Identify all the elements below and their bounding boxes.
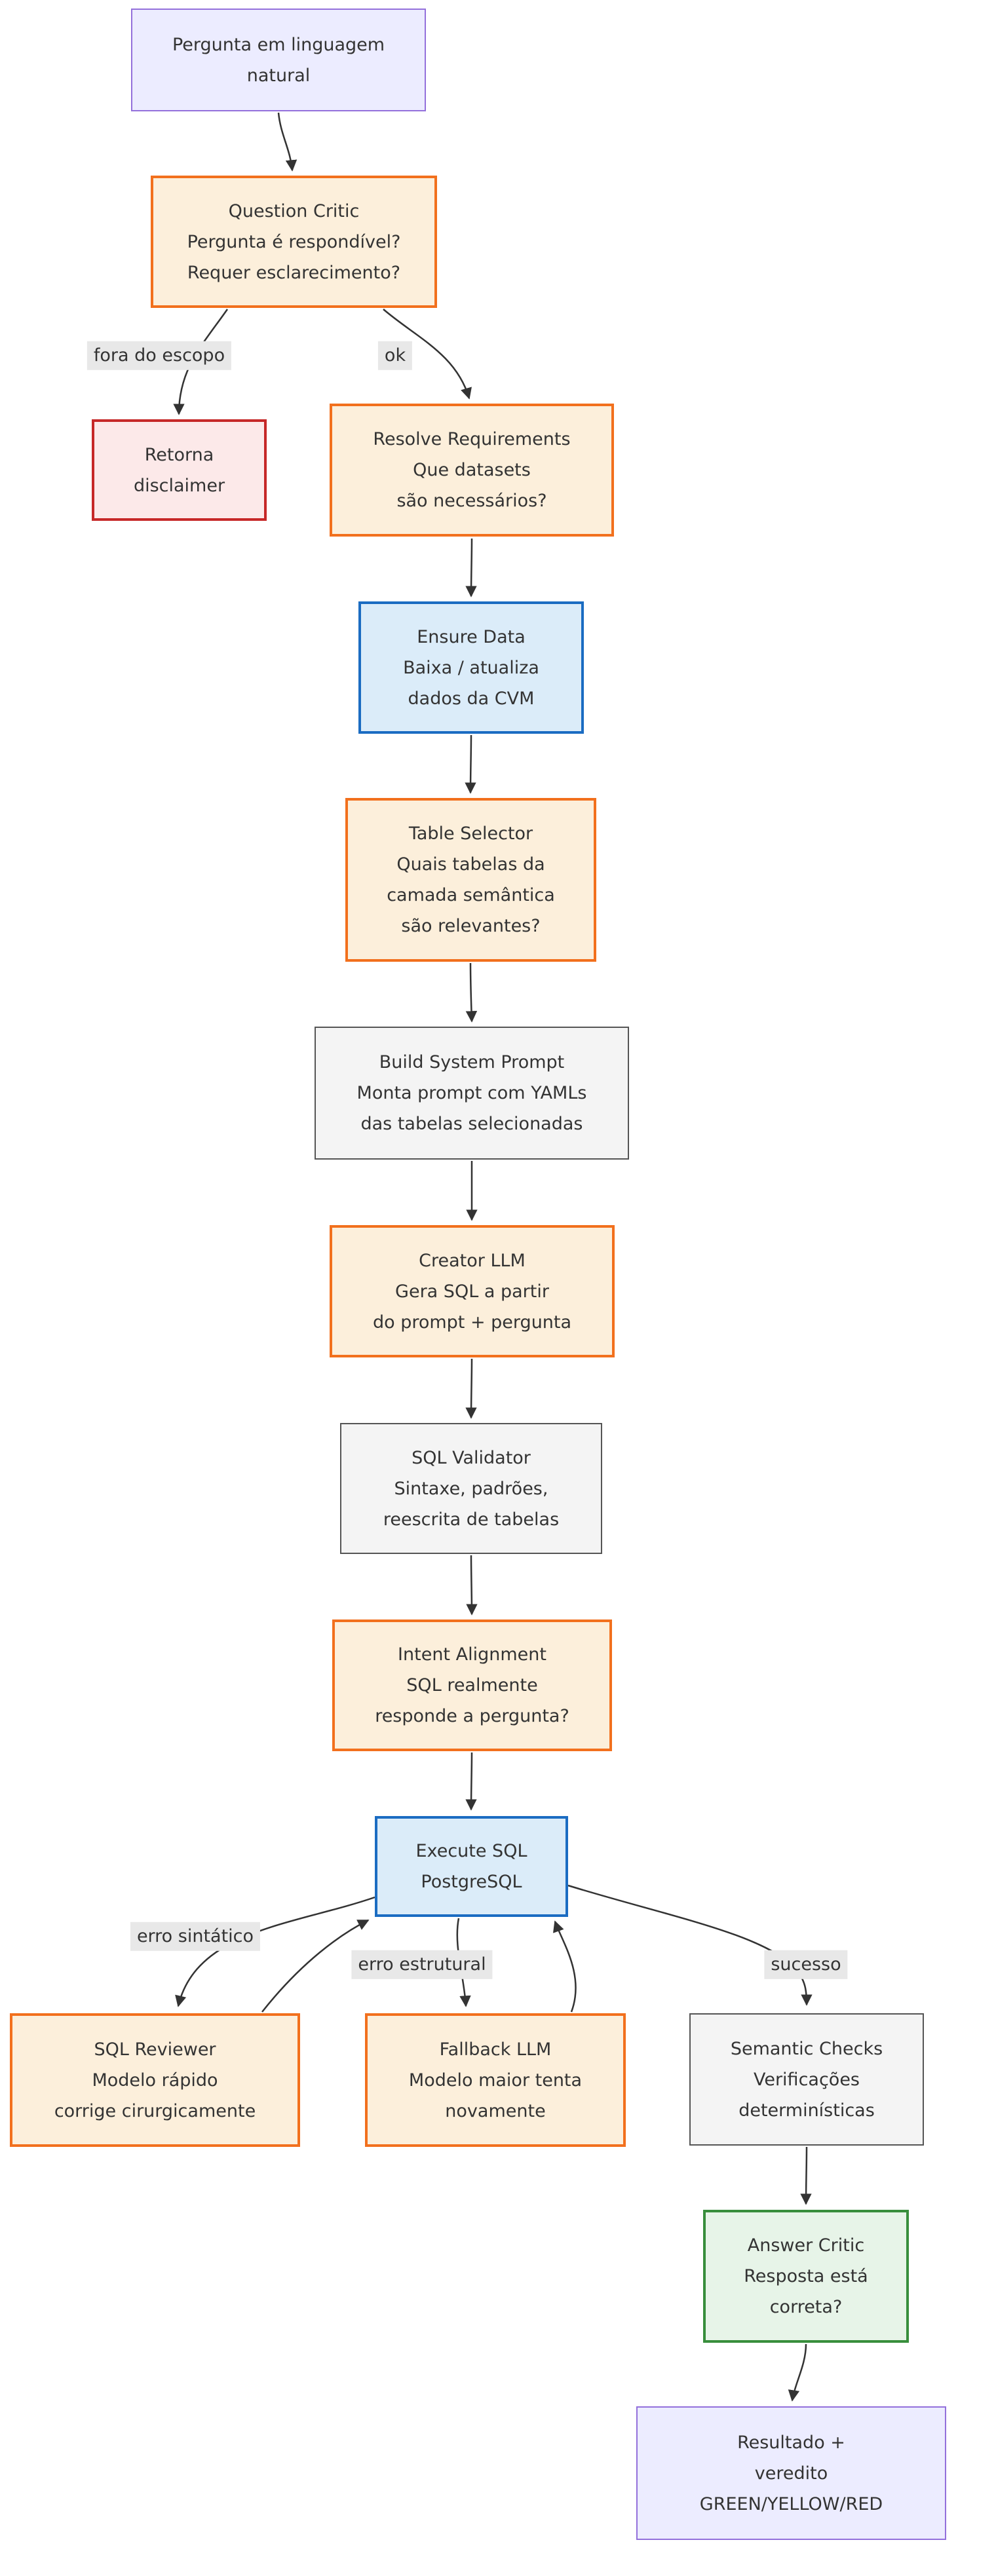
node-resultado: Resultado + veredito GREEN/YELLOW/RED — [636, 2406, 946, 2540]
edge-ensure-to-tableselector — [465, 734, 476, 794]
edge-execute-to-semantic — [567, 1884, 813, 2006]
edge-label-ok: ok — [377, 341, 413, 371]
node-creator-llm: Creator LLM Gera SQL a partir do prompt … — [330, 1225, 615, 1357]
edge-label-erro-sintatico: erro sintático — [130, 1922, 261, 1952]
node-table-selector: Table Selector Quais tabelas da camada s… — [345, 798, 596, 962]
node-semantic-checks: Semantic Checks Verificações determiníst… — [689, 2013, 924, 2146]
node-answer-critic: Answer Critic Resposta está correta? — [703, 2210, 909, 2343]
node-build-system-prompt: Build System Prompt Monta prompt com YAM… — [315, 1027, 629, 1160]
node-resolve-requirements: Resolve Requirements Que datasets são ne… — [330, 404, 614, 537]
node-sql-validator: SQL Validator Sintaxe, padrões, reescrit… — [340, 1423, 602, 1554]
node-retorna-disclaimer: Retorna disclaimer — [92, 419, 267, 521]
node-pergunta: Pergunta em linguagem natural — [131, 9, 426, 111]
node-fallback-llm: Fallback LLM Modelo maior tenta novament… — [365, 2013, 626, 2147]
edge-label-fora-do-escopo: fora do escopo — [86, 341, 232, 371]
edge-semantic-to-answercritic — [800, 2146, 812, 2205]
edge-fallback-return — [553, 1920, 577, 2013]
node-execute-sql: Execute SQL PostgreSQL — [375, 1816, 568, 1917]
edge-answercritic-to-resultado — [788, 2343, 807, 2402]
edge-intent-to-execute — [465, 1752, 477, 1811]
edge-label-sucesso: sucesso — [764, 1950, 848, 1980]
node-sql-reviewer: SQL Reviewer Modelo rápido corrige cirur… — [10, 2013, 300, 2147]
node-intent-alignment: Intent Alignment SQL realmente responde … — [332, 1619, 612, 1751]
edge-tableselector-to-buildprompt — [465, 962, 478, 1023]
edge-pergunta-to-critic — [277, 112, 297, 172]
edge-creator-to-validator — [465, 1358, 477, 1419]
edge-validator-to-intent — [466, 1555, 478, 1616]
edge-resolve-to-ensure — [465, 538, 477, 597]
edge-label-erro-estrutural: erro estrutural — [351, 1950, 493, 1980]
node-question-critic: Question Critic Pergunta é respondível? … — [151, 176, 437, 308]
edge-execute-to-reviewer — [175, 1896, 375, 2007]
node-ensure-data: Ensure Data Baixa / atualiza dados da CV… — [358, 601, 584, 734]
